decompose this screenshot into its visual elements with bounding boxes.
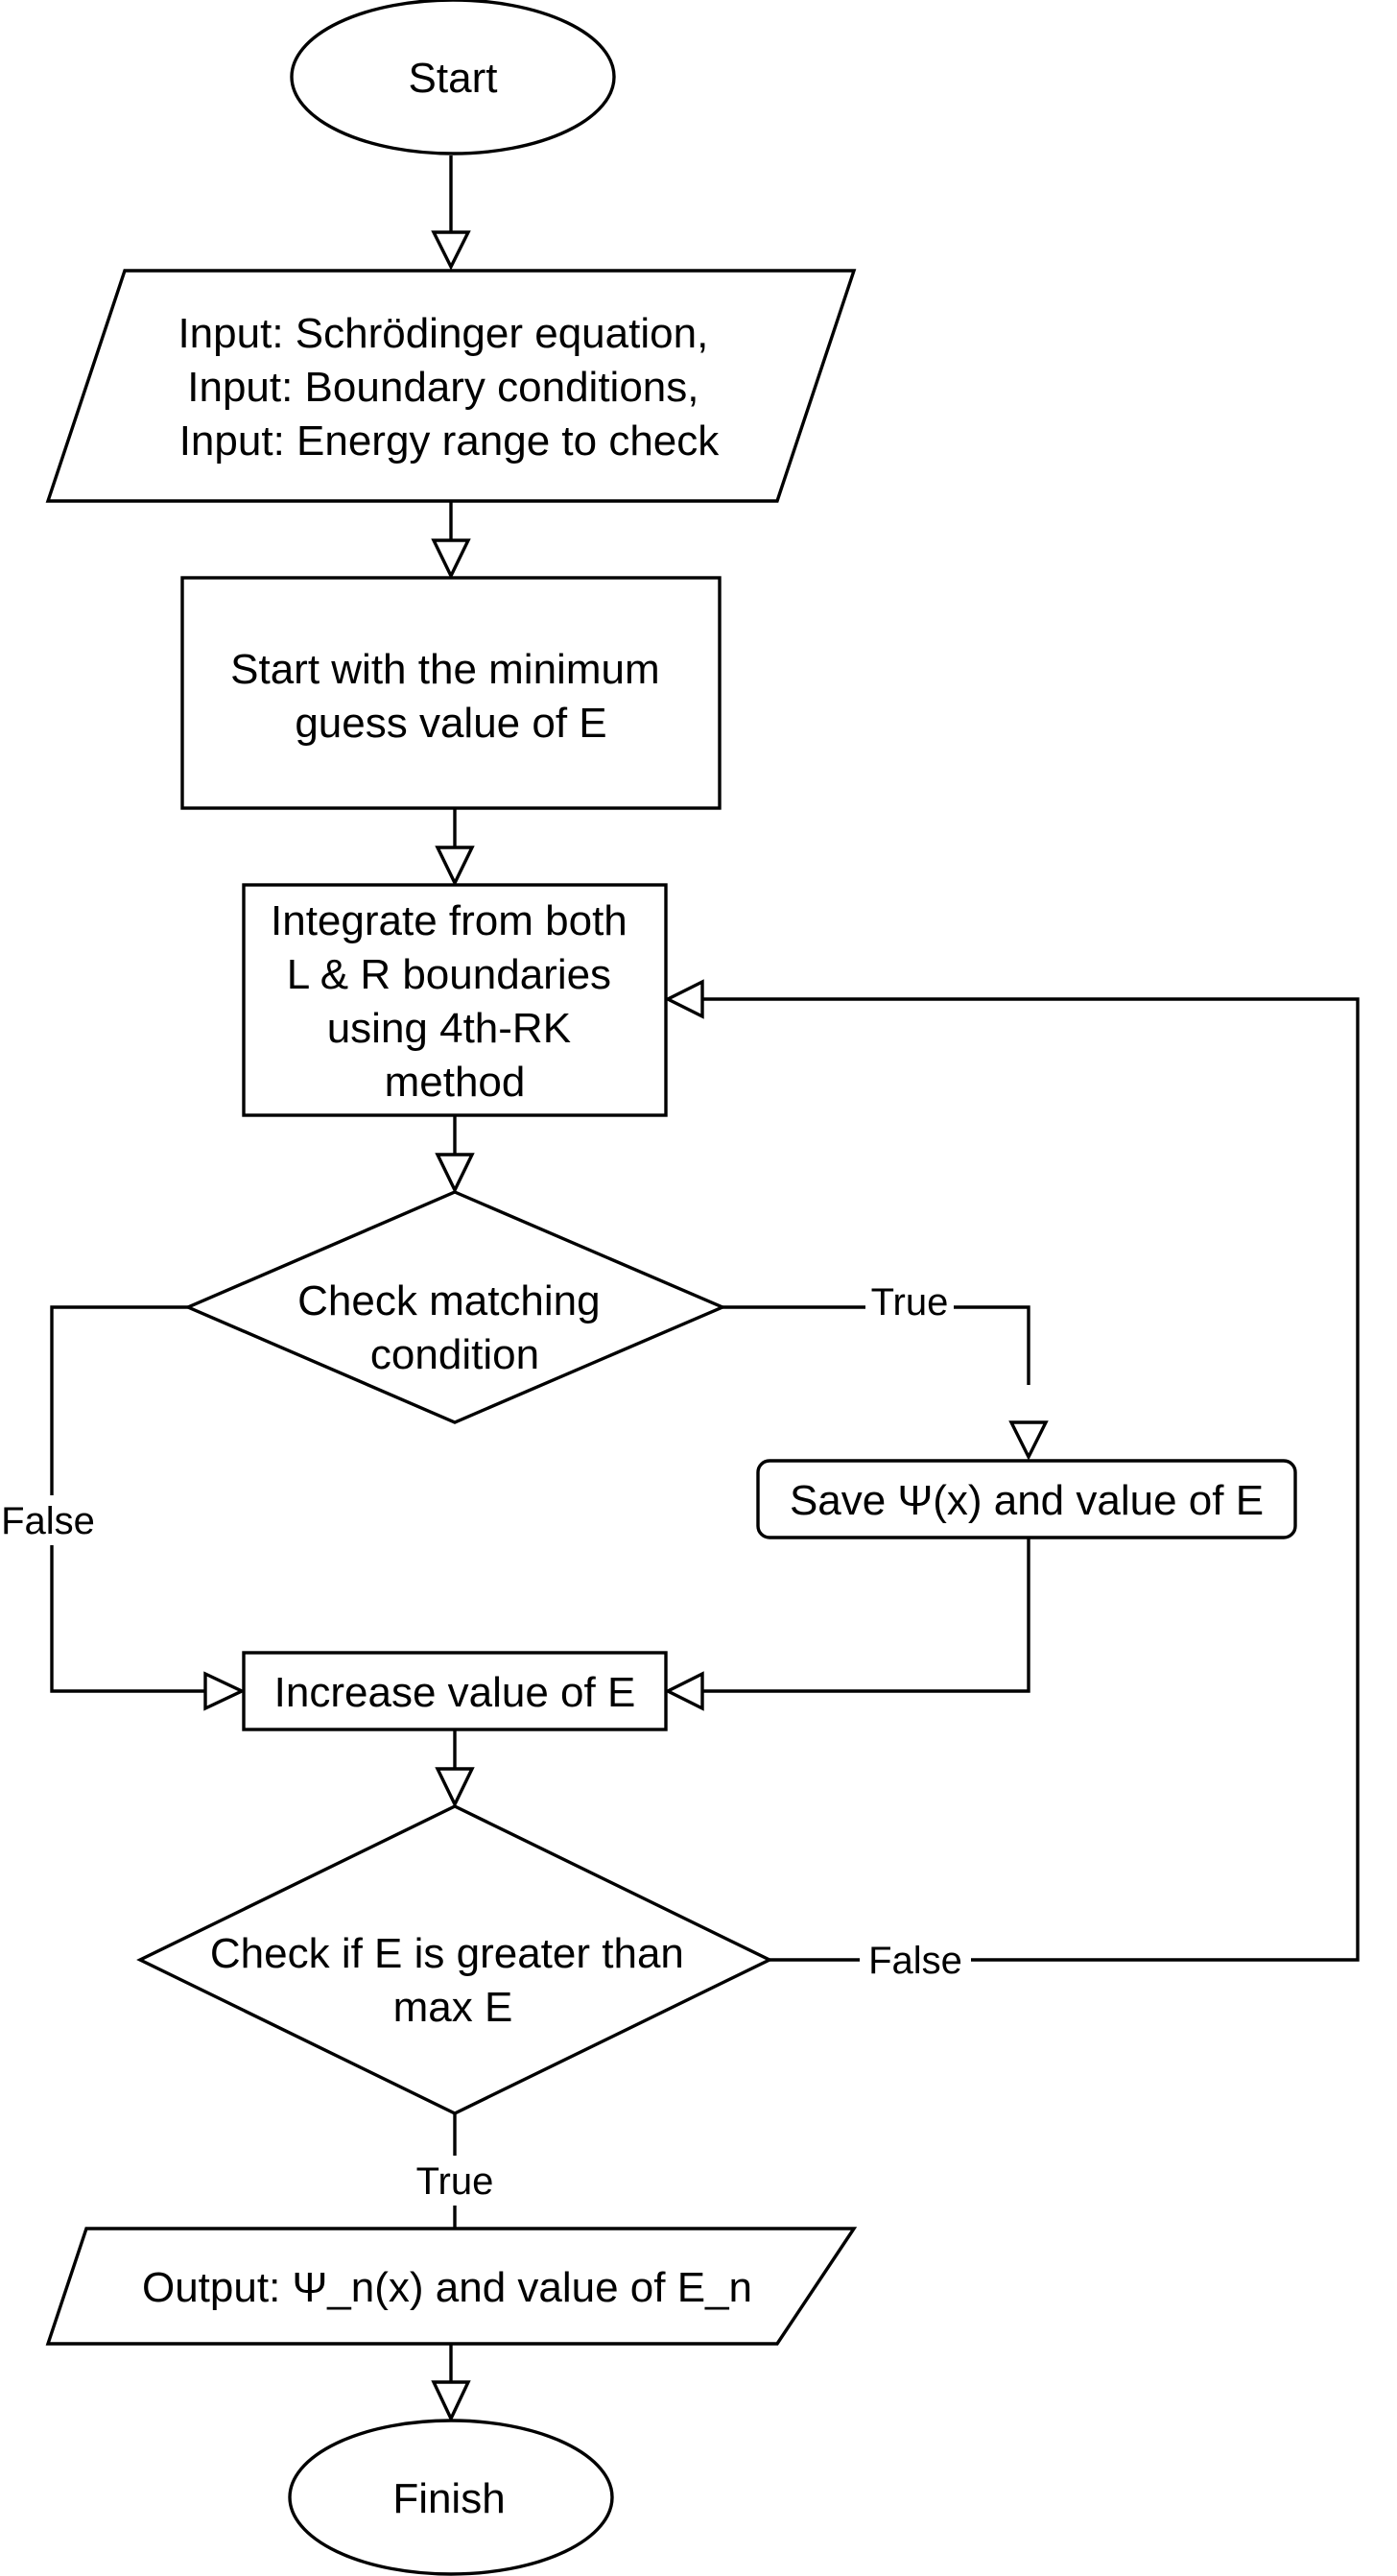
edge-match-save: [722, 1305, 1030, 1385]
check-max-decision: [136, 1804, 773, 2115]
output-text: Output: Ψ_n(x) and value of E_n: [142, 2264, 752, 2311]
arrowhead-right: [203, 1671, 246, 1711]
edge-label-bg: [407, 2156, 503, 2206]
input-text: Input: Schrödinger equation, Input: Boun…: [178, 310, 720, 465]
start-text: Start: [409, 55, 498, 102]
max-true-label: True: [416, 2160, 494, 2203]
arrowhead-down: [435, 1153, 475, 1194]
output-node: [45, 2227, 858, 2346]
edge-label-bg: [0, 1495, 104, 1545]
edge-save-increase: [702, 1538, 1030, 1693]
finish-text: Finish: [392, 2475, 505, 2522]
match-decision: [183, 1190, 727, 1424]
edge-label-bg: [860, 1935, 971, 1985]
init-text: Start with the minimum guess value of E: [230, 646, 672, 747]
increase-text: Increase value of E: [274, 1669, 636, 1716]
integrate-node: [242, 883, 668, 1117]
arrowhead-down: [435, 846, 475, 887]
init-node: [180, 576, 722, 810]
arrowhead-down: [431, 538, 471, 580]
finish-node: [288, 2419, 614, 2576]
arrowhead-down: [1008, 1420, 1049, 1461]
max-false-label: False: [868, 1940, 962, 1982]
edge-label-bg: [865, 1282, 954, 1330]
arrowhead-down: [435, 1767, 475, 1808]
increase-node: [242, 1651, 668, 1731]
match-text: Check matching condition: [297, 1277, 612, 1378]
input-node: [45, 269, 857, 503]
arrowhead-down: [431, 230, 471, 271]
save-text: Save Ψ(x) and value of E: [790, 1477, 1264, 1524]
match-true-label: True: [871, 1281, 949, 1324]
arrowhead-left: [664, 979, 704, 1019]
integrate-text: Integrate from both L & R boundaries usi…: [271, 897, 639, 1106]
arrowhead-down: [431, 2380, 471, 2422]
save-node: [756, 1459, 1297, 1539]
check-max-text: Check if E is greater than max E: [210, 1930, 696, 2031]
arrowhead-left: [664, 1671, 704, 1711]
edge-check-integrate: [702, 997, 1360, 1962]
start-node: [290, 0, 616, 155]
match-false-label: False: [1, 1500, 95, 1542]
